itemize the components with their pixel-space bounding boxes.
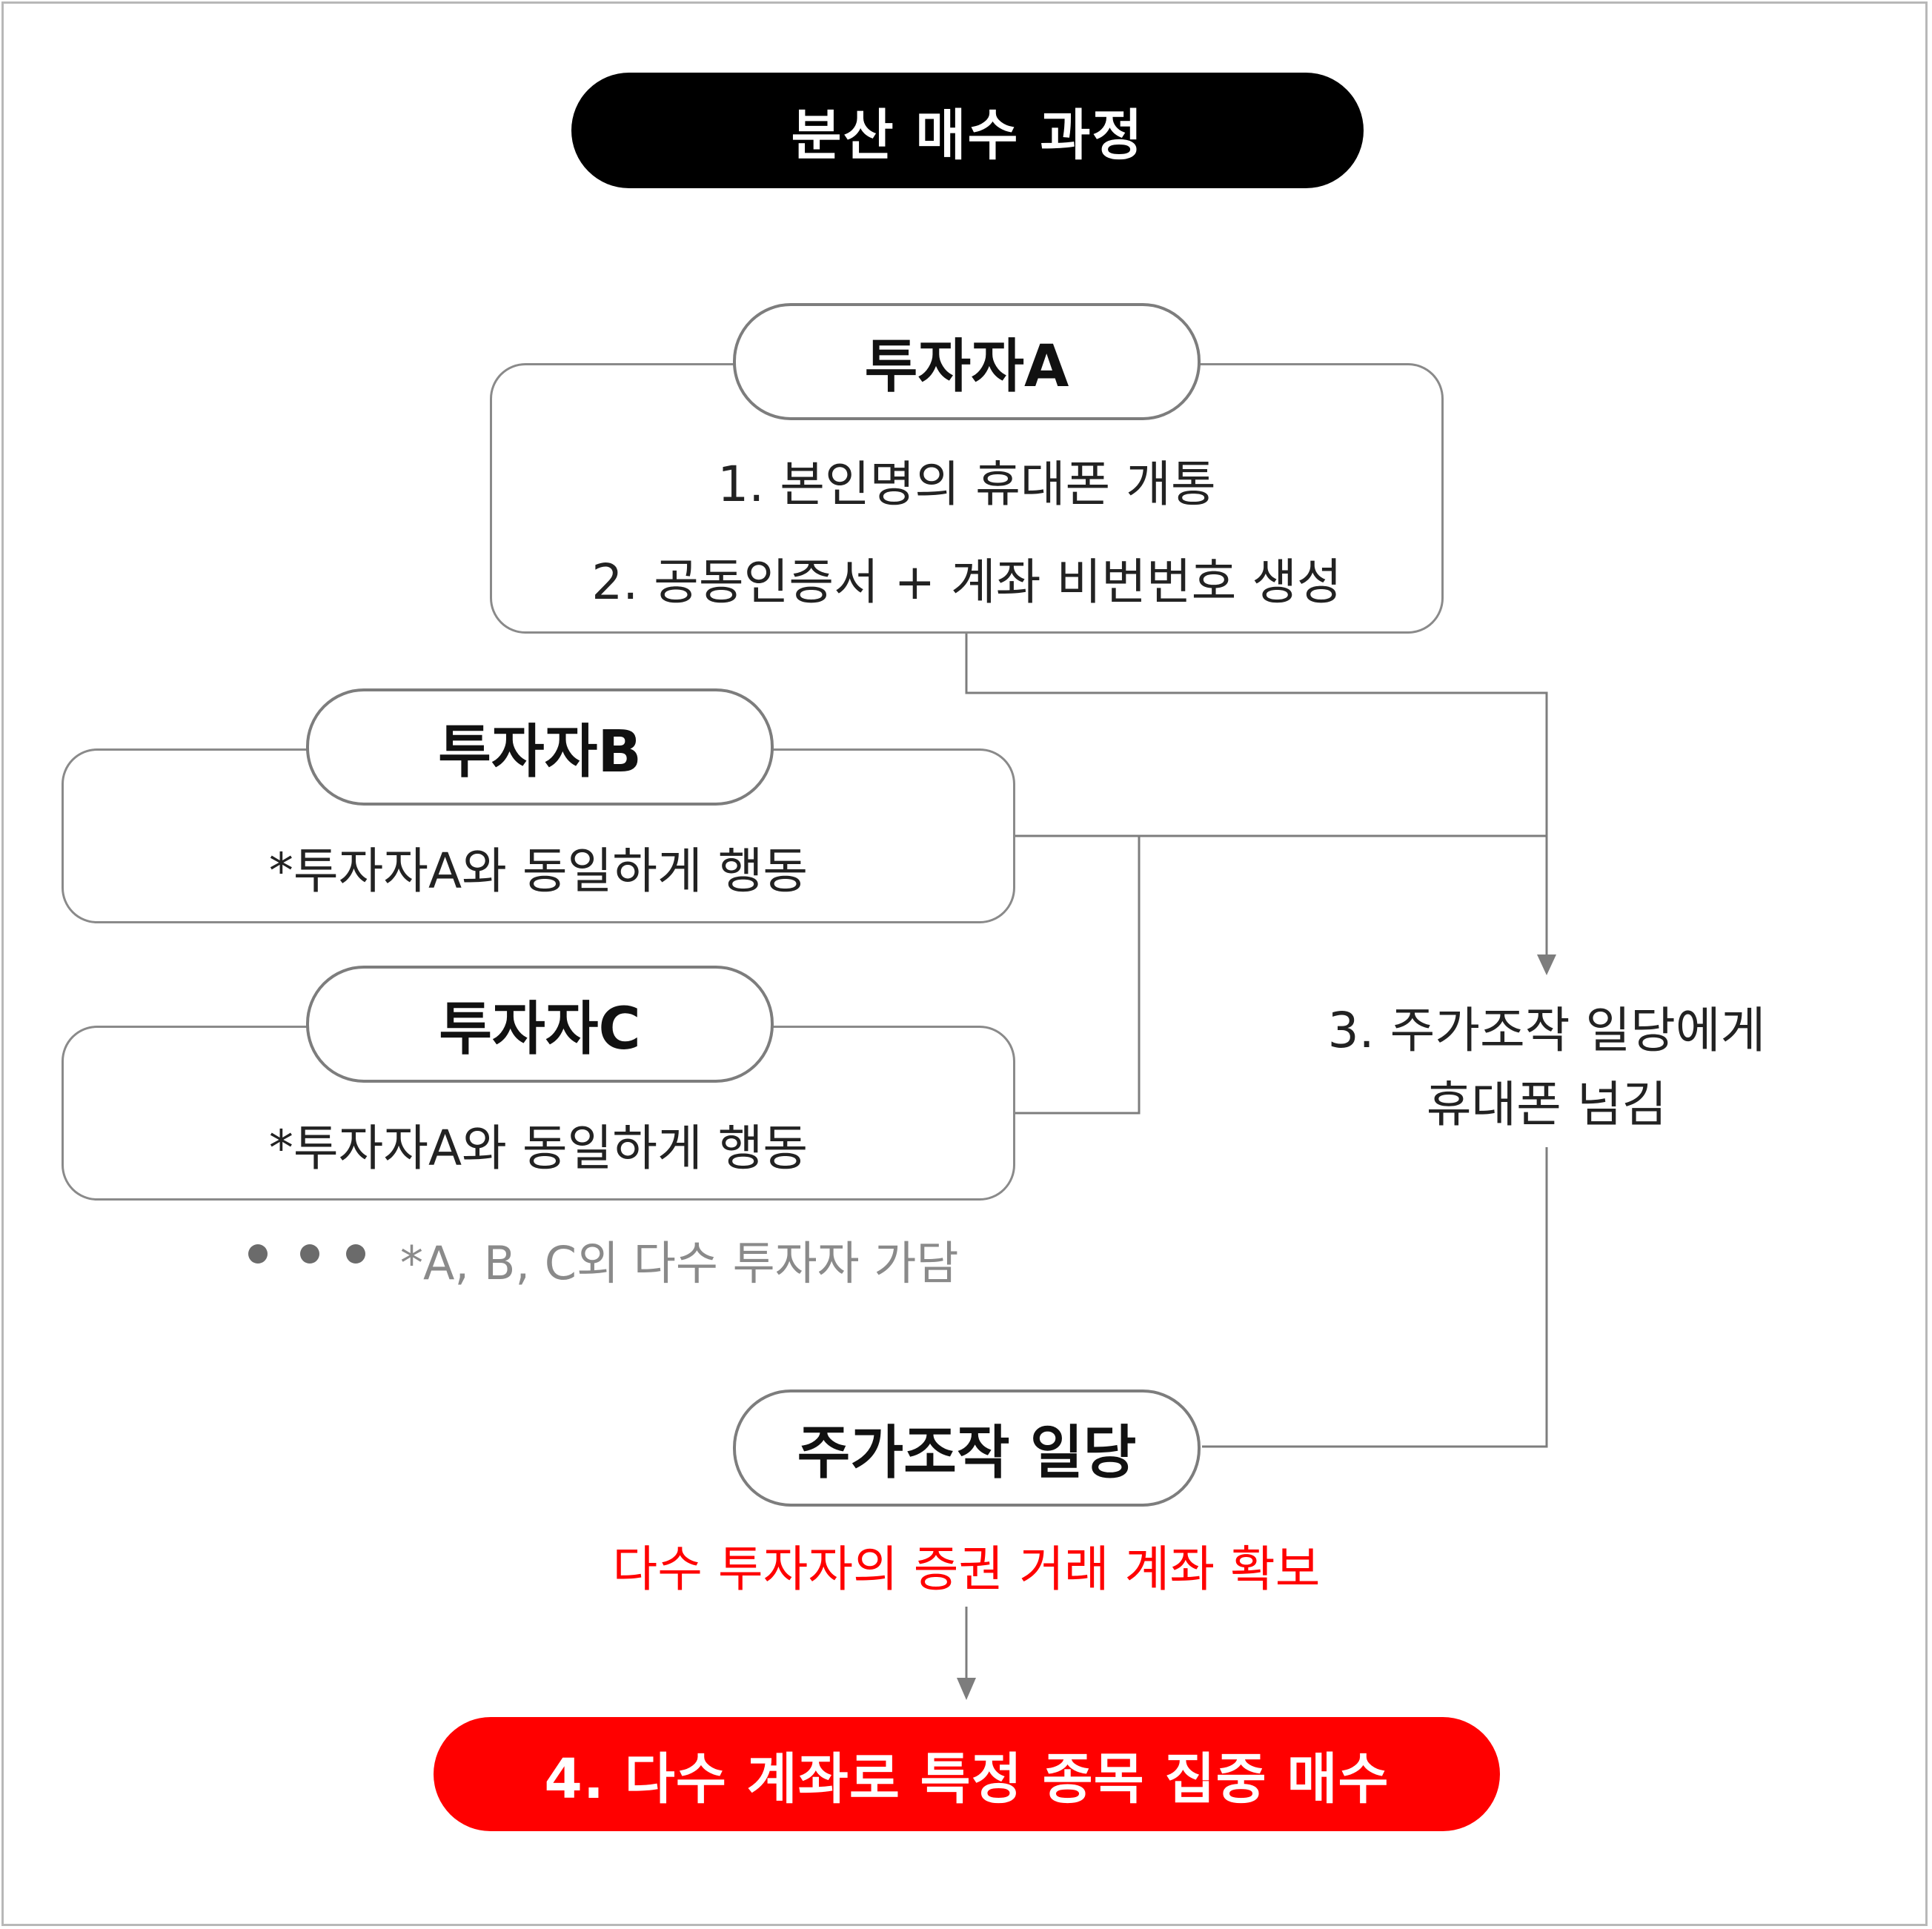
step3-line-1: 3. 주가조작 일당에게	[1327, 1002, 1766, 1059]
investor-b-pill: 투자자B	[306, 688, 774, 806]
investor-a-pill: 투자자A	[733, 303, 1201, 420]
gang-result: 다수 투자자의 증권 거래 계좌 확보	[612, 1541, 1321, 1598]
ellipsis-dot-3	[346, 1244, 365, 1264]
investor-a-name: 투자자A	[864, 333, 1069, 400]
investor-a-step-2: 2. 공동인증서 + 계좌 비번번호 생성	[591, 554, 1342, 611]
page-title: 분산 매수 과정	[571, 73, 1364, 188]
investor-c-name: 투자자C	[439, 996, 641, 1063]
final-step-pill: 4. 다수 계좌로 특정 종목 집중 매수	[434, 1717, 1500, 1831]
connector-step3-to-gang	[1202, 1147, 1548, 1448]
investor-a-step-1: 1. 본인명의 휴대폰 개통	[717, 456, 1216, 513]
gang-pill: 주가조작 일당	[733, 1390, 1201, 1507]
ellipsis-dot-1	[248, 1244, 268, 1264]
step3-line-2: 휴대폰 넘김	[1426, 1076, 1667, 1133]
page-title-text: 분산 매수 과정	[791, 103, 1144, 167]
gang-name: 주가조작 일당	[797, 1420, 1137, 1487]
connector-c-to-b-line	[1015, 836, 1141, 1115]
investor-c-pill: 투자자C	[306, 966, 774, 1083]
arrowhead-step3	[1537, 954, 1556, 975]
final-step-text: 4. 다수 계좌로 특정 종목 집중 매수	[544, 1747, 1390, 1811]
investor-b-name: 투자자B	[438, 719, 642, 786]
connector-a-to-step3	[965, 634, 1548, 956]
ellipsis-dot-2	[300, 1244, 319, 1264]
investor-b-note: *투자자A와 동일하게 행동	[268, 843, 809, 900]
investor-c-note: *투자자A와 동일하게 행동	[268, 1120, 809, 1177]
arrowhead-final	[957, 1678, 976, 1700]
others-note: *A, B, C외 다수 투자자 가담	[400, 1236, 959, 1290]
